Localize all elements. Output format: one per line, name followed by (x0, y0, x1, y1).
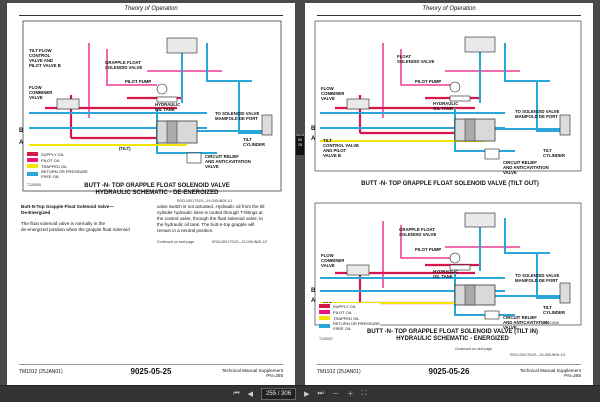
figure-ref-right: ERCL0001TSLR—19-09JUN09-1/1 (177, 199, 233, 203)
legend: SUPPLY OIL PILOT OIL TRAPPED OIL RETURN … (27, 151, 88, 179)
hydraulic-schematic-de-energized (22, 20, 282, 192)
label-tilt-control: TILT CONTROL VALVE AND PILOT VALVE B (323, 138, 360, 158)
label-port-a: A (311, 136, 316, 142)
fullscreen-icon[interactable]: ⛶ (361, 390, 367, 397)
label-circuit-relief: CIRCUIT RELIEF AND ANTICAVITATION VALVE (205, 154, 251, 169)
body-paragraph-1: The float solenoid valve is normally in … (21, 221, 130, 232)
next-page-icon[interactable]: ▶ (304, 391, 310, 398)
body-paragraph-2: valve switch is not actuated. Hydraulic … (157, 204, 265, 233)
label-hydraulic-oil-tank: HYDRAULIC OIL TANK (155, 102, 181, 112)
label-hydraulic-oil-tank: HYDRAULIC OIL TANK (433, 269, 459, 279)
label-port-a: A (19, 140, 24, 146)
zoom-in-icon[interactable]: ＋ (346, 391, 354, 398)
label-pilot-pump: PILOT PUMP (415, 247, 442, 252)
legend-pilot-oil: PILOT OIL (41, 157, 61, 163)
figure-title: BUTT -N- TOP GRAPPLE FLOAT SOLENOID VALV… (84, 183, 230, 196)
right-page: Theory of Operation (305, 3, 593, 385)
label-flow-combiner: FLOW COMBINER VALVE (321, 253, 345, 268)
first-page-icon[interactable]: ⏮ (233, 390, 240, 397)
footer-supplement: Technical Manual Supplement PN=256 (519, 368, 581, 378)
zoom-out-icon[interactable]: － (331, 391, 339, 398)
label-grapple-float-solenoid: GRAPPLE FLOAT SOLENOID VALVE (105, 60, 143, 70)
continued-note: Continued on next page (455, 347, 493, 351)
label-hydraulic-oil-tank: HYDRAULIC OIL TANK (433, 101, 459, 111)
label-tilt-cylinder: TILT CYLINDER (543, 148, 565, 158)
label-tilt: (TILT) (119, 146, 131, 151)
page-footer: TM1912 (25JAN01) 9025-05-26 Technical Ma… (317, 364, 581, 381)
last-page-icon[interactable]: ⏭ (317, 390, 324, 397)
label-to-solenoid-valve: TO SOLENOID VALVE MANIFOLD DE PORT (515, 109, 560, 119)
figure-ref: T126005 (27, 183, 41, 187)
left-page: Theory of Operation TILT FLOW CONTROL VA… (7, 3, 295, 385)
label-pilot-pump: PILOT PUMP (125, 79, 152, 84)
label-pilot-pump: PILOT PUMP (415, 79, 442, 84)
footer-manual-id: TM1912 (25JAN01) (317, 369, 361, 375)
label-port-b: B (19, 128, 24, 134)
hydraulic-schematics-tilt (314, 20, 582, 326)
label-circuit-relief: CIRCUIT RELIEF AND ANTICAVITATION VALVE (503, 160, 549, 175)
label-tilt-flow-control: TILT FLOW CONTROL VALVE AND PILOT VALVE … (29, 48, 61, 68)
label-flow-combiner: FLOW COMBINER VALVE (321, 86, 345, 101)
label-float-solenoid: FLOAT SOLENOID VALVE (397, 54, 435, 64)
page-header: Theory of Operation (19, 3, 283, 16)
legend-pilot-oil: PILOT OIL (333, 309, 353, 315)
viewer-toolbar: ⏮ ◀ 255 / 306 ▶ ⏭ － ＋ ⛶ (0, 385, 600, 402)
legend-supply-oil: SUPPLY OIL (41, 151, 64, 157)
page-header: Theory of Operation (317, 3, 581, 16)
legend: SUPPLY OIL PILOT OIL TRAPPED OIL RETURN … (319, 303, 380, 331)
figure-title-tilt-in: BUTT -N- TOP GRAPPLE FLOAT SOLENOID VALV… (367, 329, 538, 342)
legend-return-oil: RETURN OR PRESSURE FREE OIL (41, 168, 88, 179)
legend-return-oil: RETURN OR PRESSURE FREE OIL (333, 320, 380, 331)
figure-ref-right: ALL01808 (543, 321, 559, 325)
legend-trapped-oil: TRAPPED OIL (41, 163, 68, 169)
page-footer: TM1912 (25JAN01) 9025-05-25 Technical Ma… (19, 364, 283, 381)
label-port-b: B (311, 288, 316, 294)
section-heading: Butt-N-Top Grapple Float Solenoid Valve—… (21, 204, 114, 215)
label-to-solenoid-valve: TO SOLENOID VALVE MANIFOLD DE PORT (515, 273, 560, 283)
figure-ref: T126007 (319, 337, 333, 341)
footer-page-number: 9025-05-25 (130, 367, 172, 376)
continued-ref: ERCL0001TSLR—19-09JUN09-1/2 (212, 240, 268, 244)
label-grapple-float-solenoid: GRAPPLE FLOAT SOLENOID VALVE (399, 227, 437, 237)
continued-note: Continued on next page (157, 240, 195, 244)
label-to-solenoid-valve: TO SOLENOID VALVE MANIFOLD DE PORT (215, 111, 260, 121)
footer-page-number: 9025-05-26 (428, 367, 470, 376)
page-indicator-text: 255 / 306 (266, 391, 292, 397)
label-port-b: B (311, 126, 316, 132)
label-tilt-cylinder: TILT CYLINDER (543, 305, 565, 315)
legend-supply-oil: SUPPLY OIL (333, 303, 356, 309)
page-indicator[interactable]: 255 / 306 (261, 388, 297, 400)
label-port-a: A (311, 298, 316, 304)
prev-page-icon[interactable]: ◀ (247, 391, 254, 398)
label-circuit-relief: CIRCUIT RELIEF AND ANTICAVITATION VALVE (503, 315, 549, 330)
figure-title-tilt-out: BUTT -N- TOP GRAPPLE FLOAT SOLENOID VALV… (361, 181, 539, 187)
label-tilt-cylinder: TILT CYLINDER (243, 137, 265, 147)
footer-manual-id: TM1912 (25JAN01) (19, 369, 63, 375)
label-flow-combiner: FLOW COMBINER VALVE (29, 85, 53, 100)
legend-trapped-oil: TRAPPED OIL (333, 315, 360, 321)
continued-ref: ERCL0001TSLR—19-09JUN09-1/3 (510, 353, 566, 357)
footer-supplement: Technical Manual Supplement PN=255 (221, 368, 283, 378)
section-tab: 9025 05 25 (296, 133, 304, 155)
